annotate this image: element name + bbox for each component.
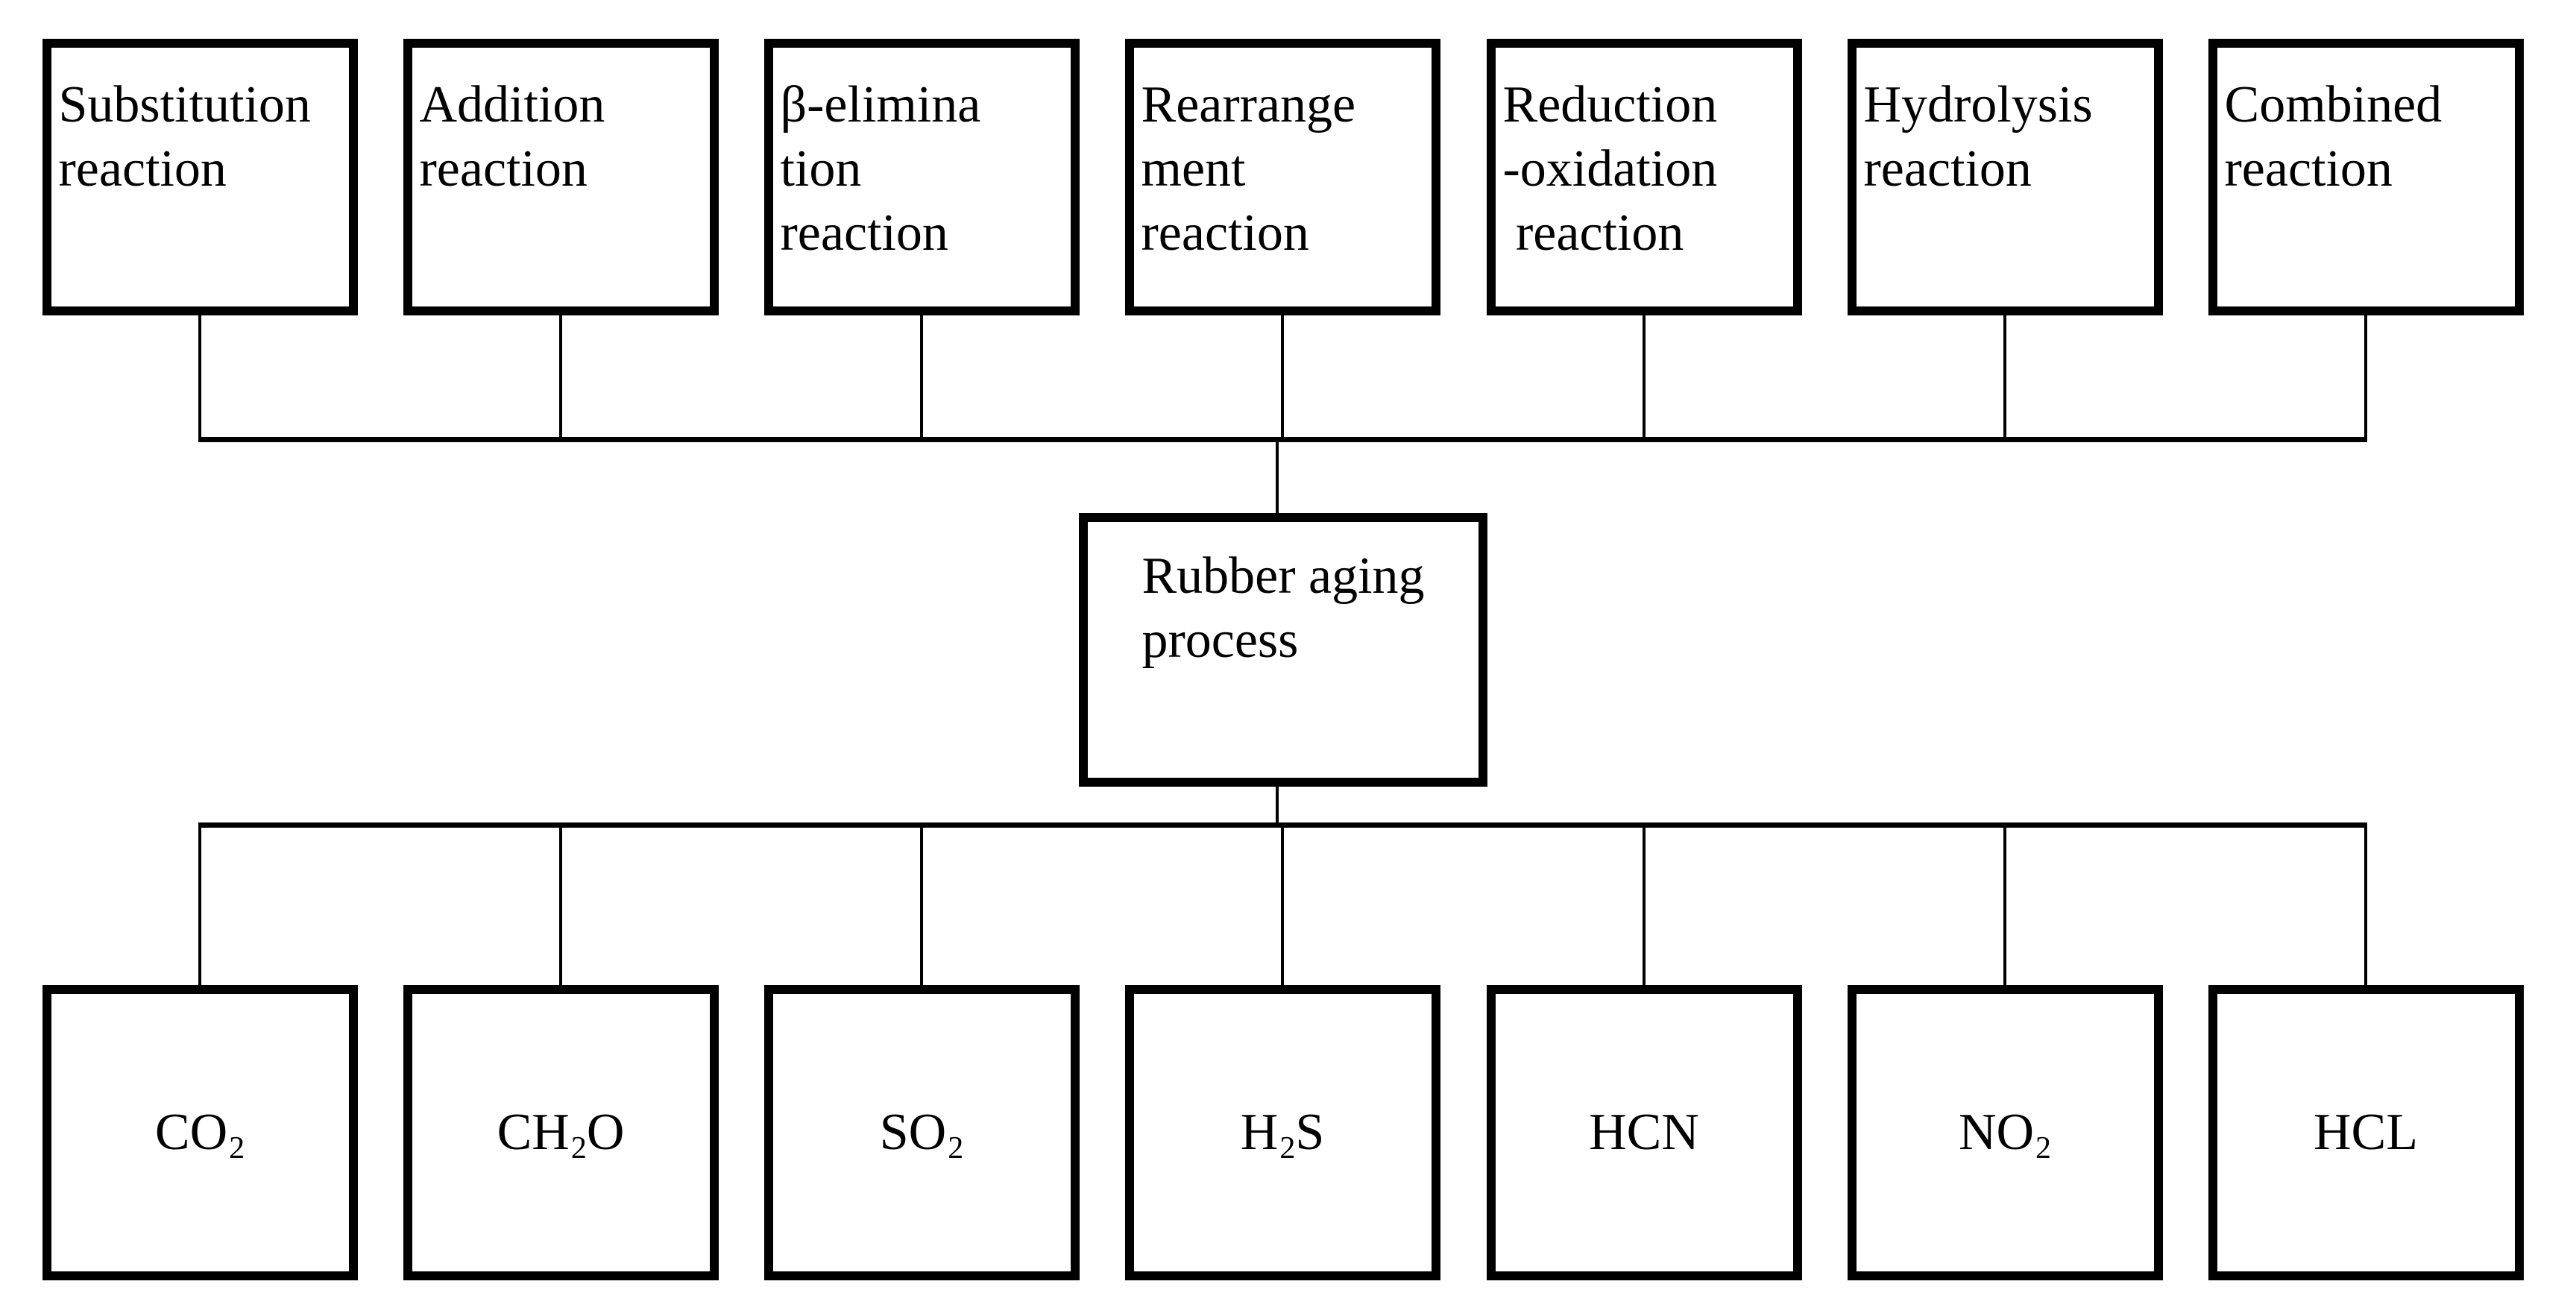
node-label: Hydrolysis reaction bbox=[1863, 76, 2093, 198]
connector-bottom-h2s bbox=[1281, 828, 1284, 985]
connector-top-reduction-oxidation-reaction bbox=[1643, 315, 1646, 442]
node-label: Reduction -oxidation reaction bbox=[1502, 76, 1718, 262]
connector-top-combined-reaction bbox=[2364, 315, 2367, 442]
node-reduction-oxidation-reaction: Reduction -oxidation reaction bbox=[1486, 39, 1802, 315]
node-label: Combined reaction bbox=[2224, 76, 2443, 198]
node-hydrolysis-reaction: Hydrolysis reaction bbox=[1847, 39, 2163, 315]
node-co2: CO2 bbox=[42, 985, 358, 1280]
node-so2: SO2 bbox=[763, 985, 1080, 1280]
node-no2: NO2 bbox=[1847, 985, 2163, 1280]
node-label: CO2 bbox=[154, 1104, 245, 1165]
node-label: NO2 bbox=[1958, 1104, 2052, 1165]
node-label: Addition reaction bbox=[419, 76, 605, 198]
bottom-bus-line bbox=[198, 822, 2367, 828]
node-label: H2S bbox=[1240, 1104, 1325, 1165]
node-hcn: HCN bbox=[1486, 985, 1802, 1280]
node-substitution-reaction: Substitution reaction bbox=[42, 39, 358, 315]
node-beta-elimination-reaction: β-elimina tion reaction bbox=[763, 39, 1080, 315]
connector-top-beta-elimination-reaction bbox=[920, 315, 923, 442]
node-combined-reaction: Combined reaction bbox=[2208, 39, 2524, 315]
connector-top-addition-reaction bbox=[559, 315, 562, 442]
connector-top-rearrangement-reaction bbox=[1281, 315, 1284, 442]
node-label: Substitution reaction bbox=[58, 76, 311, 198]
node-label: SO2 bbox=[879, 1104, 964, 1165]
node-label: β-elimina tion reaction bbox=[780, 76, 981, 262]
connector-bottom-ch2o bbox=[559, 828, 562, 985]
connector-bottom-hcn bbox=[1643, 828, 1646, 985]
node-label: HCN bbox=[1589, 1104, 1699, 1161]
connector-top-substitution-reaction bbox=[198, 315, 201, 442]
node-rearrangement-reaction: Rearrange ment reaction bbox=[1124, 39, 1440, 315]
node-ch2o: CH2O bbox=[403, 985, 719, 1280]
connector-bus-to-center bbox=[1276, 437, 1279, 513]
node-label: HCL bbox=[2314, 1104, 2418, 1161]
connector-bottom-co2 bbox=[198, 828, 201, 985]
connector-bottom-so2 bbox=[920, 828, 923, 985]
node-addition-reaction: Addition reaction bbox=[403, 39, 719, 315]
node-label: CH2O bbox=[497, 1104, 625, 1165]
node-h2s: H2S bbox=[1124, 985, 1440, 1280]
top-bus-line bbox=[198, 437, 2367, 442]
connector-bottom-hcl bbox=[2364, 828, 2367, 985]
node-label: Rubber aging process bbox=[1141, 547, 1425, 669]
node-label: Rearrange ment reaction bbox=[1141, 76, 1356, 262]
connector-bottom-no2 bbox=[2003, 828, 2006, 985]
node-rubber-aging-process: Rubber aging process bbox=[1079, 513, 1487, 787]
connector-center-to-bus bbox=[1276, 787, 1279, 828]
connector-top-hydrolysis-reaction bbox=[2003, 315, 2006, 442]
node-hcl: HCL bbox=[2208, 985, 2524, 1280]
